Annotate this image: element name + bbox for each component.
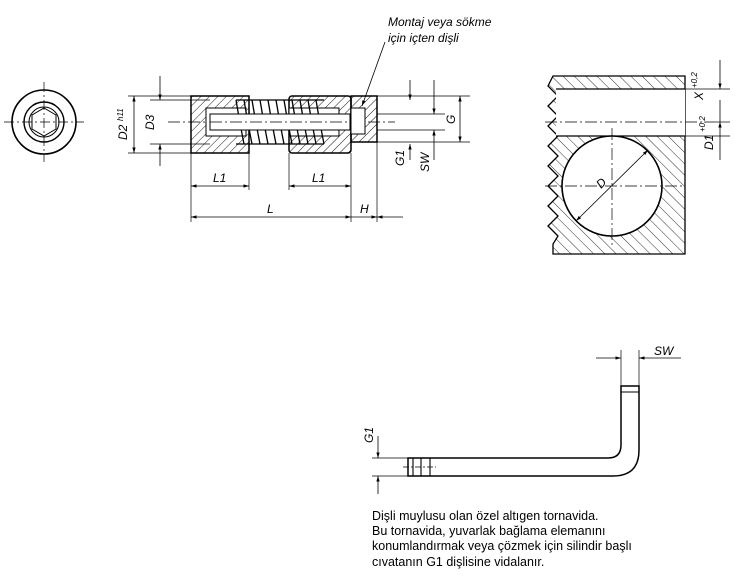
end-view	[4, 82, 84, 162]
dim-L1-right-label: L1	[312, 171, 325, 185]
dim-D3-label: D3	[143, 114, 157, 130]
dim-G1-label: G1	[393, 150, 407, 166]
annotation-line-1: Montaj veya sökme	[388, 15, 492, 29]
caption-line-3: konumlandırmak veya çözmek için silindir…	[372, 539, 632, 554]
annotation-line-2: için içten dişli	[388, 31, 459, 45]
dim-D2-tolerance: h11	[116, 108, 125, 121]
mounting-view: D X +0,2 D1 +0,2	[545, 60, 730, 255]
dim-D1-tolerance: +0,2	[698, 116, 707, 132]
dim-L-label: L	[267, 202, 274, 216]
dim-D1-label: D1	[702, 135, 716, 150]
dim-G-label: G	[444, 115, 458, 124]
caption: Dişli muylusu olan özel altıgen tornavid…	[372, 509, 742, 570]
caption-line-4: cıvatanın G1 dişlisine vidalanır.	[372, 554, 545, 569]
hex-key-view: SW G1	[362, 344, 681, 494]
dim-SW-key-label: SW	[654, 344, 675, 358]
dim-G1-key-label: G1	[362, 427, 376, 443]
caption-line-1: Dişli muylusu olan özel altıgen tornavid…	[372, 509, 599, 523]
dim-X-label: X	[692, 91, 706, 101]
dim-L1-left-label: L1	[213, 171, 226, 185]
dim-D2-label: D2	[116, 124, 130, 140]
caption-line-2: Bu tornavida, yuvarlak bağlama elemanını	[372, 524, 606, 539]
dim-X-tolerance: +0,2	[690, 72, 699, 88]
section-view: D2 h11 D3 L1 L1 L H G1 SW G Montaj veya …	[116, 15, 492, 222]
dim-H-label: H	[360, 202, 369, 216]
dim-SW-label: SW	[418, 151, 432, 172]
